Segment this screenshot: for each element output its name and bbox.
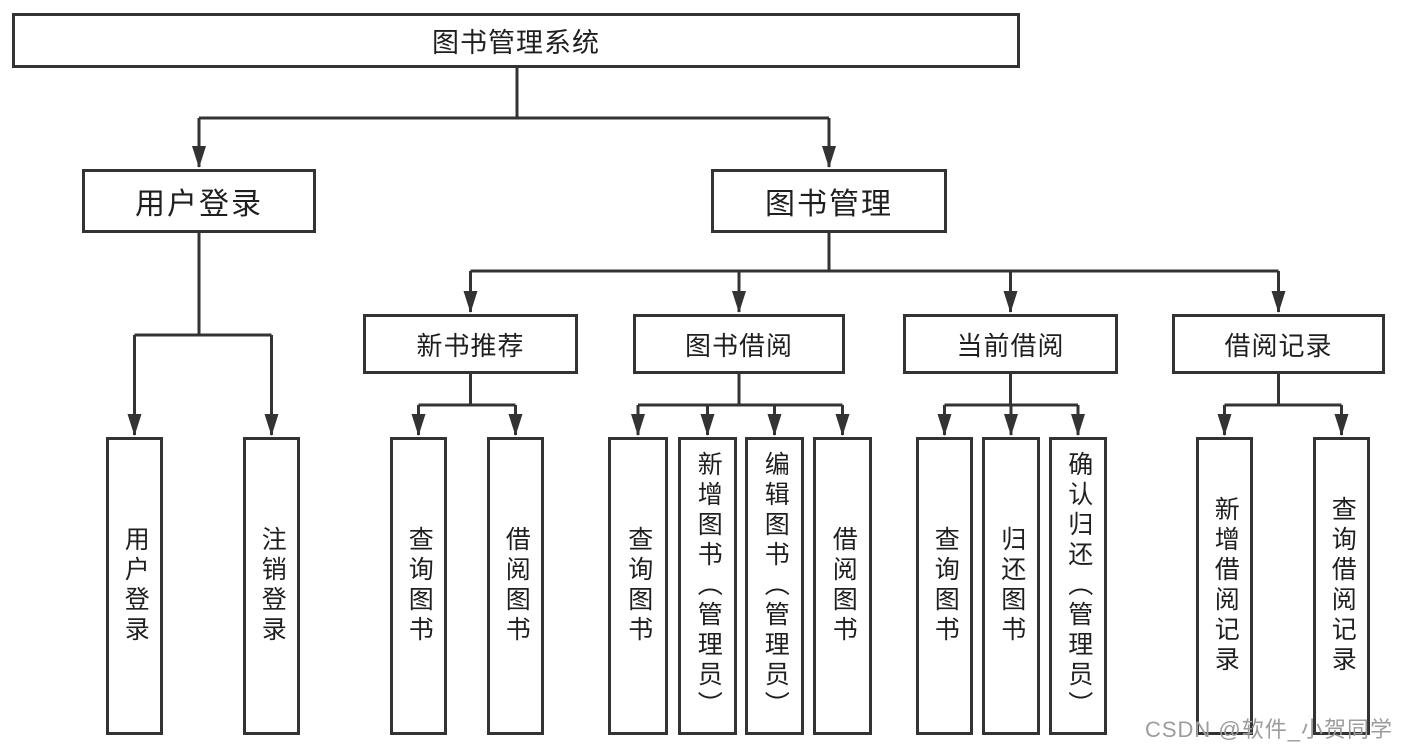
leaf-edit-books-admin: 编辑图书（管理员） [745,437,804,735]
node-label: 查询借阅记录 [1328,496,1357,676]
csdn-watermark: CSDN @软件_小贺同学 [1144,717,1393,742]
node-label: 确认归还（管理员） [1064,451,1093,721]
node-label: 图书管理系统 [432,28,600,58]
leaf-user-login: 用户登录 [106,437,163,735]
leaf-borrow-books: 借阅图书 [813,437,872,735]
node-book-borrowing: 图书借阅 [633,314,845,374]
leaf-query-books-current: 查询图书 [916,437,973,735]
leaf-logout: 注销登录 [243,437,300,735]
leaf-query-borrow-record: 查询借阅记录 [1313,437,1370,735]
node-label: 新书推荐 [416,330,525,361]
node-label: 借阅图书 [829,526,858,646]
node-label: 查询图书 [405,526,434,646]
node-book-management: 图书管理 [711,169,947,233]
node-label: 注销登录 [258,526,287,646]
node-label: 查询图书 [624,526,653,646]
node-label: 图书管理 [765,188,893,221]
node-label: 新增图书（管理员） [694,451,723,721]
node-label: 用户登录 [135,188,263,221]
node-new-book-recommendation: 新书推荐 [363,314,578,374]
node-label: 用户登录 [121,526,150,646]
node-label: 查询图书 [931,526,960,646]
node-user-login: 用户登录 [82,169,316,233]
node-label: 归还图书 [997,526,1026,646]
leaf-add-books-admin: 新增图书（管理员） [678,437,737,735]
connector-trunks [134,68,1342,407]
leaf-return-books: 归还图书 [982,437,1040,735]
node-library-management-system: 图书管理系统 [12,13,1020,68]
leaf-add-borrow-record: 新增借阅记录 [1196,437,1253,735]
connector-arrows [127,118,1349,436]
node-label: 编辑图书（管理员） [761,451,790,721]
node-label: 新增借阅记录 [1211,496,1240,676]
leaf-query-books-borrowing: 查询图书 [608,437,668,735]
node-label: 图书借阅 [684,330,793,361]
leaf-borrow-books-recommend: 借阅图书 [487,437,544,735]
node-label: 借阅记录 [1224,330,1333,361]
leaf-confirm-return-admin: 确认归还（管理员） [1049,437,1107,735]
leaf-query-books-recommend: 查询图书 [390,437,447,735]
node-label: 当前借阅 [956,330,1065,361]
node-current-borrowing: 当前借阅 [903,314,1118,374]
node-borrowing-records: 借阅记录 [1172,314,1385,374]
node-label: 借阅图书 [502,526,531,646]
